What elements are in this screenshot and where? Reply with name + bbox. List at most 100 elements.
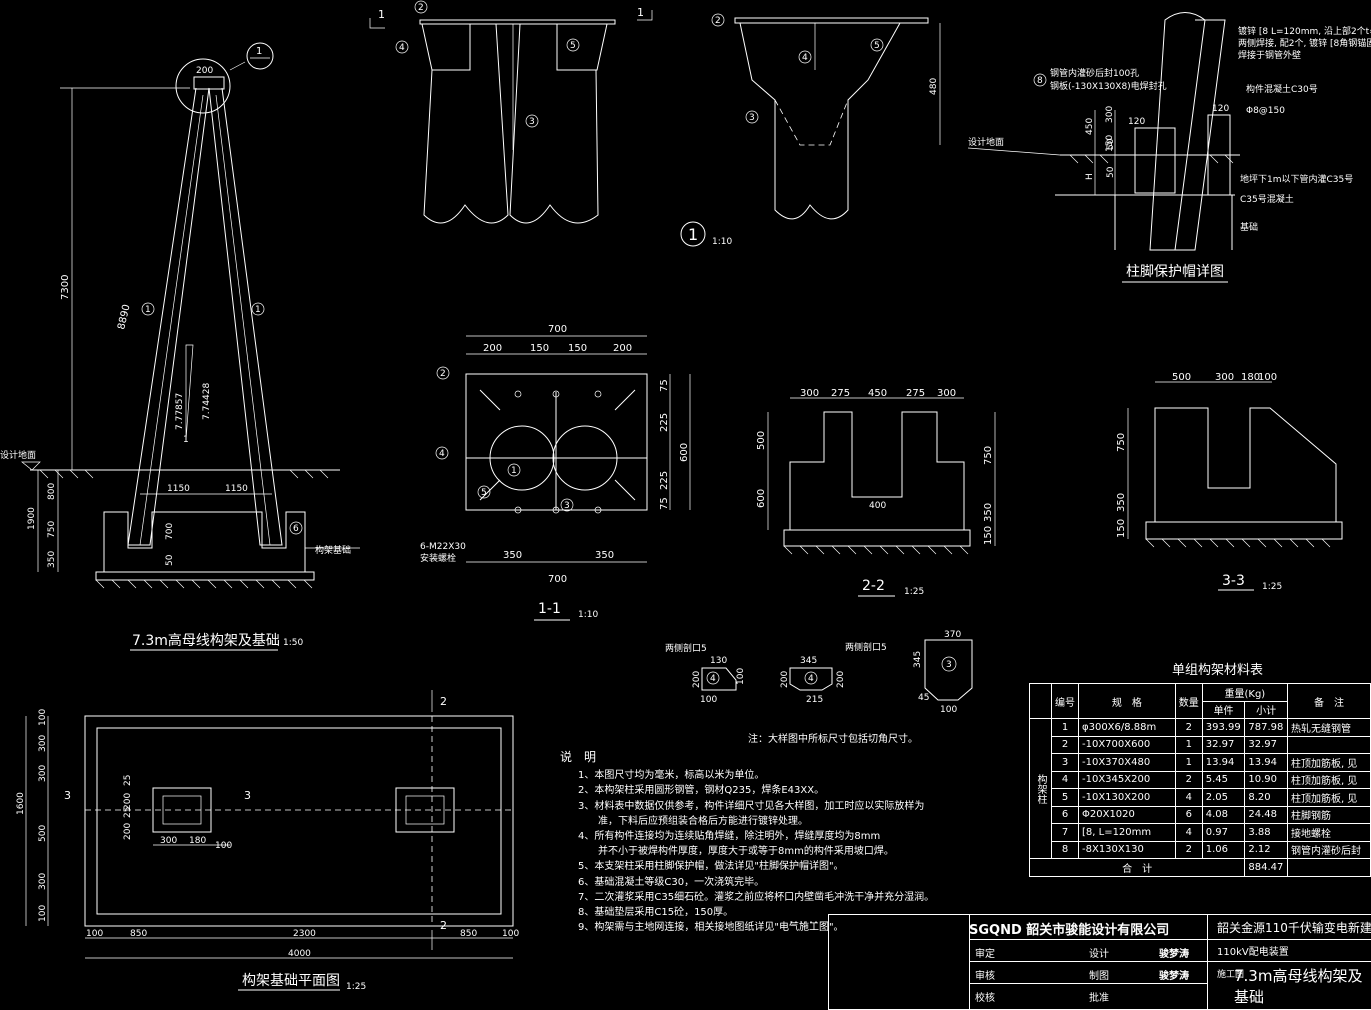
section-22-title: 2-2 [862,578,885,594]
fp-left-500: 500 [38,825,48,842]
small-plates: 4 130 200 100 100 两侧剖口5 4 345 200 200 21… [665,630,973,715]
table-row: 6 Φ20X1020 6 4.08 24.48 柱脚钢筋 [1030,805,1371,824]
fp-inner-300: 300 [160,836,177,846]
plate-bottom-350a: 350 [503,550,522,561]
s22-right-350: 350 [983,503,994,522]
main-callout-1c: 1 [255,305,261,315]
cap-note-7: Φ8@150 [1246,106,1285,116]
row-unit: 393.99 [1201,718,1246,737]
row-qty: 2 [1174,718,1203,737]
d1-callout-5b: 5 [874,41,880,51]
bolt-holes [514,390,602,514]
dimension-note: 注：大样图中所标尺寸包括切角尺寸。 [748,734,918,745]
plate-r-225a: 225 [659,413,670,432]
table-row: 7 [8, L=120mm 4 0.97 3.88 接地螺栓 [1030,823,1371,842]
main-callout-1: 1 [256,46,262,57]
row-remark: 柱顶加筋板, 见 [1286,753,1371,772]
sp1-w: 130 [710,656,727,666]
row-unit: 5.45 [1201,770,1246,789]
row-sub: 787.98 [1244,718,1288,737]
row-spec: -10X130X200 [1078,788,1176,807]
sp2-note: 两侧剖口5 [845,641,887,653]
table-total-row: 合 计 884.47 [1028,858,1371,877]
drawing-title: 7.3m高母线构架及基础 [1234,967,1363,1006]
plate-top-700: 700 [548,324,567,335]
plate-plan-title: 1-1 [538,601,561,617]
role-3: 校核 [975,993,995,1004]
note-item: 准，下料后应预组装合格后方能进行镀锌处理。 [578,815,808,827]
role-1: 审定 [975,949,995,960]
sp1-h2: 100 [736,668,746,685]
fp-inner-25b: 25 [123,807,133,818]
notes-block: 说 明 1、本图尺寸均为毫米，标高以米为单位。 2、本构架柱采用圆形钢管，钢材Q… [560,750,960,935]
row-unit: 2.05 [1201,788,1246,807]
sp3-num: 3 [946,660,952,670]
sp1-num: 4 [710,674,716,684]
s22-inner-400: 400 [869,501,886,511]
s33-top-180: 180 [1241,372,1260,383]
table-row: 4 -10X345X200 2 5.45 10.90 柱顶加筋板, 见 [1030,770,1371,789]
cap-note-10: 基础 [1240,221,1258,233]
fp-mark-3a: 3 [64,789,71,802]
cap-note-8: 地坪下1m以下管内灌C35号 [1240,173,1353,185]
leg-length-dim: 8890 [116,303,132,330]
plate-top-150b: 150 [568,343,587,354]
fp-inner-180: 180 [189,836,206,846]
row-sub: 32.97 [1244,735,1288,754]
s33-left-350: 350 [1116,493,1127,512]
row-sub: 2.12 [1244,840,1288,859]
cap-note-4: 钢管内灌砂后封100孔 [1050,67,1139,79]
row-no: 7 [1051,823,1079,842]
table-subheader-row: 单件 小计 [1030,700,1371,719]
bolt-label: 6-M22X30 [420,542,466,552]
cap-dim-450: 450 [1085,118,1095,135]
pp-callout-3: 3 [564,501,570,511]
detail-1-scale: 1:10 [712,237,732,247]
d2-dim: 750 [47,521,57,538]
sp3-w: 370 [944,630,961,640]
materials-title: 单组构架材料表 [1172,663,1264,678]
cap-note-6: 构件混凝土C30号 [1246,83,1318,95]
plate-top-200: 200 [483,343,502,354]
pp-callout-5: 5 [481,488,487,498]
d1-callout-2b: 2 [715,16,721,26]
cap-callout-8: 8 [1037,76,1043,86]
section-mark-right: 1 [637,6,644,19]
height-dim: 7300 [60,275,71,300]
header-spec: 规 格 [1078,683,1176,719]
slope-2: 7.74428 [202,383,212,420]
row-sub: 10.90 [1244,770,1288,789]
row-sub: 24.48 [1244,805,1288,824]
fp-width-4000: 4000 [288,949,311,959]
role-5: 制图 [1089,971,1109,982]
row-qty: 4 [1174,823,1203,842]
header-unit: 单件 [1201,700,1246,719]
row-sub: 13.94 [1244,753,1288,772]
table-row: 5 -10X130X200 4 2.05 8.20 柱顶加筋板, 见 [1030,788,1371,807]
row-unit: 1.06 [1201,840,1246,859]
role-6: 批准 [1089,993,1109,1004]
row-qty: 2 [1174,770,1203,789]
sp3-c: 45 [918,693,929,703]
header-weight: 重量(Kg) [1201,683,1288,702]
role-2: 审核 [975,971,995,982]
cap-note-2: 两侧焊接, 配2个, 镀锌 [8角钢锚固钢管, 采用2个 [1238,37,1371,49]
pp-callout-4: 4 [439,449,445,459]
fp-inner-200b: 200 [123,823,133,840]
project-sub: 110kV配电装置 [1217,947,1289,958]
row-spec: Φ20X1020 [1078,805,1176,824]
row-spec: φ300X6/8.88m [1078,718,1176,737]
fp-mark-3b: 3 [244,789,251,802]
row-no: 8 [1051,840,1079,859]
foundation-plan-title: 构架基础平面图 [242,972,340,989]
main-elevation: 1 200 7300 8890 1 1 7.77857 7.74428 1 设计… [0,42,360,651]
row-no: 3 [1051,753,1079,772]
d3-dim: 350 [47,551,57,568]
row-no: 2 [1051,735,1079,754]
fp-height-1600: 1600 [16,792,26,815]
section-2-2: 300 275 450 275 300 500 600 750 350 150 … [756,388,996,597]
callout-circle [246,42,274,70]
note-item: 6、基础混凝土等级C30，一次浇筑完毕。 [578,876,765,888]
cap-note-5: 钢板(-130X130X8)电焊封孔 [1050,80,1167,92]
